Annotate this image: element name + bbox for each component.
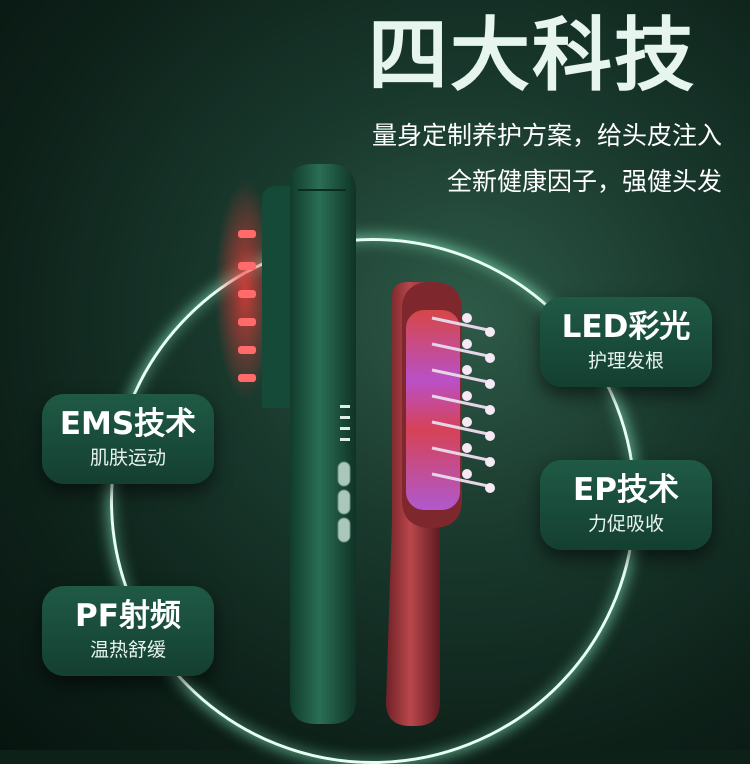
feature-desc-ems: 肌肤运动 bbox=[89, 447, 166, 469]
feature-desc-ep: 力促吸收 bbox=[587, 513, 664, 535]
led-indicators bbox=[340, 405, 350, 441]
brush-handle bbox=[290, 164, 356, 724]
bristle-tips bbox=[462, 313, 495, 493]
feature-title-ep: EP技术 bbox=[573, 472, 679, 508]
feature-card-led: LED彩光 护理发根 bbox=[540, 297, 712, 387]
feature-title-led: LED彩光 bbox=[561, 309, 691, 345]
feature-desc-led: 护理发根 bbox=[587, 350, 664, 372]
feature-card-pf: PF射频 温热舒缓 bbox=[42, 586, 214, 676]
feature-card-ems: EMS技术 肌肤运动 bbox=[42, 394, 214, 484]
feature-title-pf: PF射频 bbox=[75, 598, 181, 634]
control-buttons bbox=[337, 461, 351, 543]
page-title: 四大科技 bbox=[368, 9, 696, 102]
bristles bbox=[431, 316, 489, 488]
led-pins-left bbox=[238, 230, 256, 382]
feature-desc-pf: 温热舒缓 bbox=[89, 639, 166, 661]
feature-title-ems: EMS技术 bbox=[59, 406, 197, 442]
red-brush bbox=[386, 282, 495, 726]
subtitle-line-2: 全新健康因子，强健头发 bbox=[446, 167, 722, 196]
light-pad bbox=[406, 310, 460, 510]
subtitle-line-1: 量身定制养护方案，给头皮注入 bbox=[371, 121, 722, 150]
green-brush bbox=[215, 164, 356, 724]
feature-card-ep: EP技术 力促吸收 bbox=[540, 460, 712, 550]
